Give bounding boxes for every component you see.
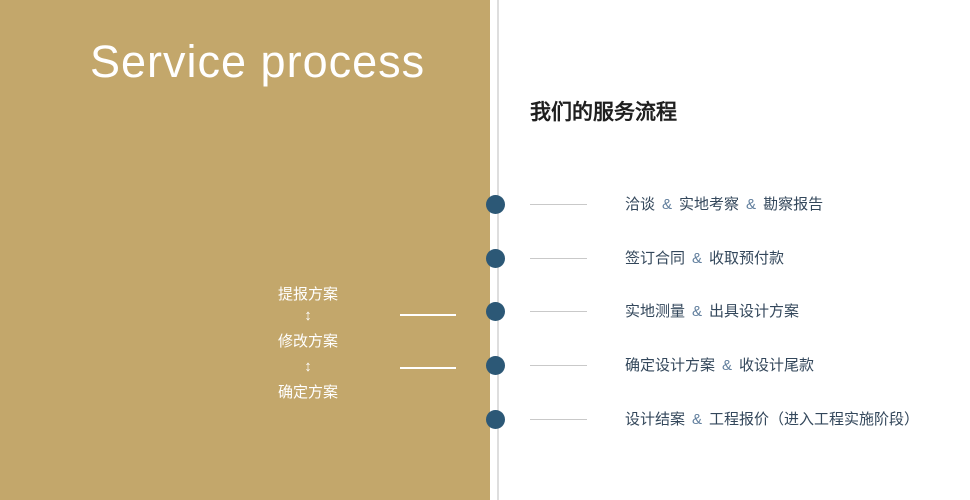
tick-line — [530, 311, 587, 312]
step-part: 设计结案 — [625, 411, 686, 428]
connector-line — [400, 367, 456, 369]
step-part: 实地考察 — [679, 196, 740, 213]
step-dot-icon — [486, 195, 505, 214]
ampersand: & — [692, 411, 703, 428]
step-text: 实地测量&出具设计方案 — [625, 303, 799, 321]
step-text: 设计结案&工程报价（进入工程实施阶段） — [625, 411, 919, 429]
step-dot-icon — [486, 410, 505, 429]
step-row: 确定设计方案&收设计尾款 — [0, 356, 970, 376]
connector-line — [400, 314, 456, 316]
ampersand: & — [692, 303, 703, 320]
step-dot-icon — [486, 249, 505, 268]
step-part: 确定设计方案 — [625, 357, 716, 374]
step-row: 洽谈&实地考察&勘察报告 — [0, 195, 970, 215]
ampersand: & — [722, 357, 733, 374]
tick-line — [530, 419, 587, 420]
left-panel: Service process 提报方案 ↕ 修改方案 ↕ 确定方案 — [0, 0, 490, 500]
ampersand: & — [662, 196, 673, 213]
ampersand: & — [692, 250, 703, 267]
page-title: Service process — [90, 36, 426, 87]
step-part: 实地测量 — [625, 303, 686, 320]
step-text: 签订合同&收取预付款 — [625, 250, 784, 268]
step-part: 签订合同 — [625, 250, 686, 267]
step-row: 签订合同&收取预付款 — [0, 249, 970, 269]
up-down-arrow-icon: ↕ — [304, 358, 312, 375]
tick-line — [530, 204, 587, 205]
step-row: 设计结案&工程报价（进入工程实施阶段） — [0, 410, 970, 430]
tick-line — [530, 258, 587, 259]
step-part: 收取预付款 — [709, 250, 785, 267]
flow-label-submit-plan: 提报方案 — [277, 286, 338, 303]
step-part: 出具设计方案 — [709, 303, 800, 320]
tick-line — [530, 365, 587, 366]
flow-label-revise-plan: 修改方案 — [277, 333, 338, 350]
step-part: 收设计尾款 — [739, 357, 815, 374]
step-part: 勘察报告 — [763, 196, 824, 213]
step-text: 洽谈&实地考察&勘察报告 — [625, 196, 823, 214]
flow-label-confirm-plan: 确定方案 — [277, 384, 338, 401]
section-title: 我们的服务流程 — [530, 101, 677, 124]
step-row: 实地测量&出具设计方案 — [0, 302, 970, 322]
step-part: 洽谈 — [625, 196, 656, 213]
step-part: 工程报价（进入工程实施阶段） — [709, 411, 920, 428]
step-dot-icon — [486, 356, 505, 375]
ampersand: & — [746, 196, 757, 213]
up-down-arrow-icon: ↕ — [304, 307, 312, 324]
step-text: 确定设计方案&收设计尾款 — [625, 357, 814, 375]
step-dot-icon — [486, 302, 505, 321]
